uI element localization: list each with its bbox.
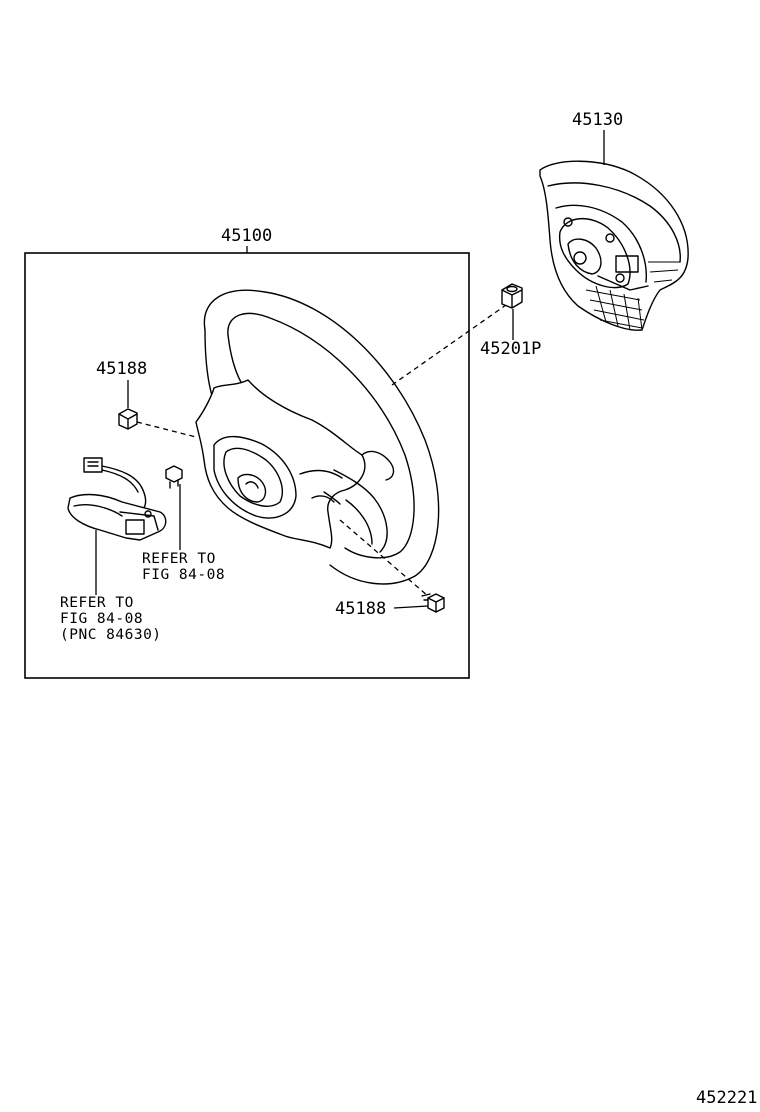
part-number-45188-lower: 45188 bbox=[335, 599, 387, 619]
leader-45188-lower bbox=[393, 605, 429, 609]
screw-lower-drawing bbox=[421, 593, 445, 613]
part-number-45100: 45100 bbox=[221, 226, 273, 246]
screw-upper-drawing bbox=[118, 408, 138, 430]
part-number-45188-upper: 45188 bbox=[96, 359, 148, 379]
refer-note-b-line2: FIG 84-08 bbox=[60, 611, 144, 627]
part-number-45201P: 45201P bbox=[480, 339, 542, 359]
airbag-pad-drawing bbox=[539, 160, 689, 331]
dash-screw-lower bbox=[339, 519, 429, 597]
refer-note-b-line3: (PNC 84630) bbox=[60, 627, 162, 643]
refer-note-b-line1: REFER TO bbox=[60, 595, 134, 611]
switch-harness-drawing bbox=[67, 457, 167, 541]
refer-note-a-line1: REFER TO bbox=[142, 551, 216, 567]
refer-note-a-line2: FIG 84-08 bbox=[142, 567, 226, 583]
nut-drawing bbox=[501, 283, 523, 309]
steering-wheel-drawing bbox=[195, 289, 440, 585]
part-number-45130: 45130 bbox=[572, 110, 624, 130]
bolt-drawing bbox=[165, 465, 183, 489]
dash-screw-upper bbox=[136, 421, 197, 438]
figure-code: 452221 bbox=[696, 1088, 758, 1108]
